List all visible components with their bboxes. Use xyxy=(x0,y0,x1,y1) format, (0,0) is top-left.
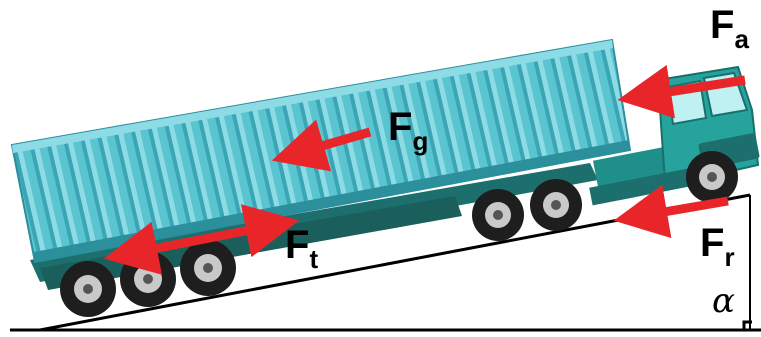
angle-alpha-label: α xyxy=(712,281,735,321)
fa-label: Fa xyxy=(710,3,749,54)
wheel-front xyxy=(686,151,738,203)
wheel-trailer-1 xyxy=(60,261,116,317)
wheel-drive-1 xyxy=(472,189,524,241)
fr-label: Fr xyxy=(700,221,735,272)
wheel-trailer-3 xyxy=(180,240,236,296)
wheel-trailer-2 xyxy=(120,251,176,307)
wheel-drive-2 xyxy=(530,179,582,231)
fr-arrow xyxy=(658,201,728,213)
